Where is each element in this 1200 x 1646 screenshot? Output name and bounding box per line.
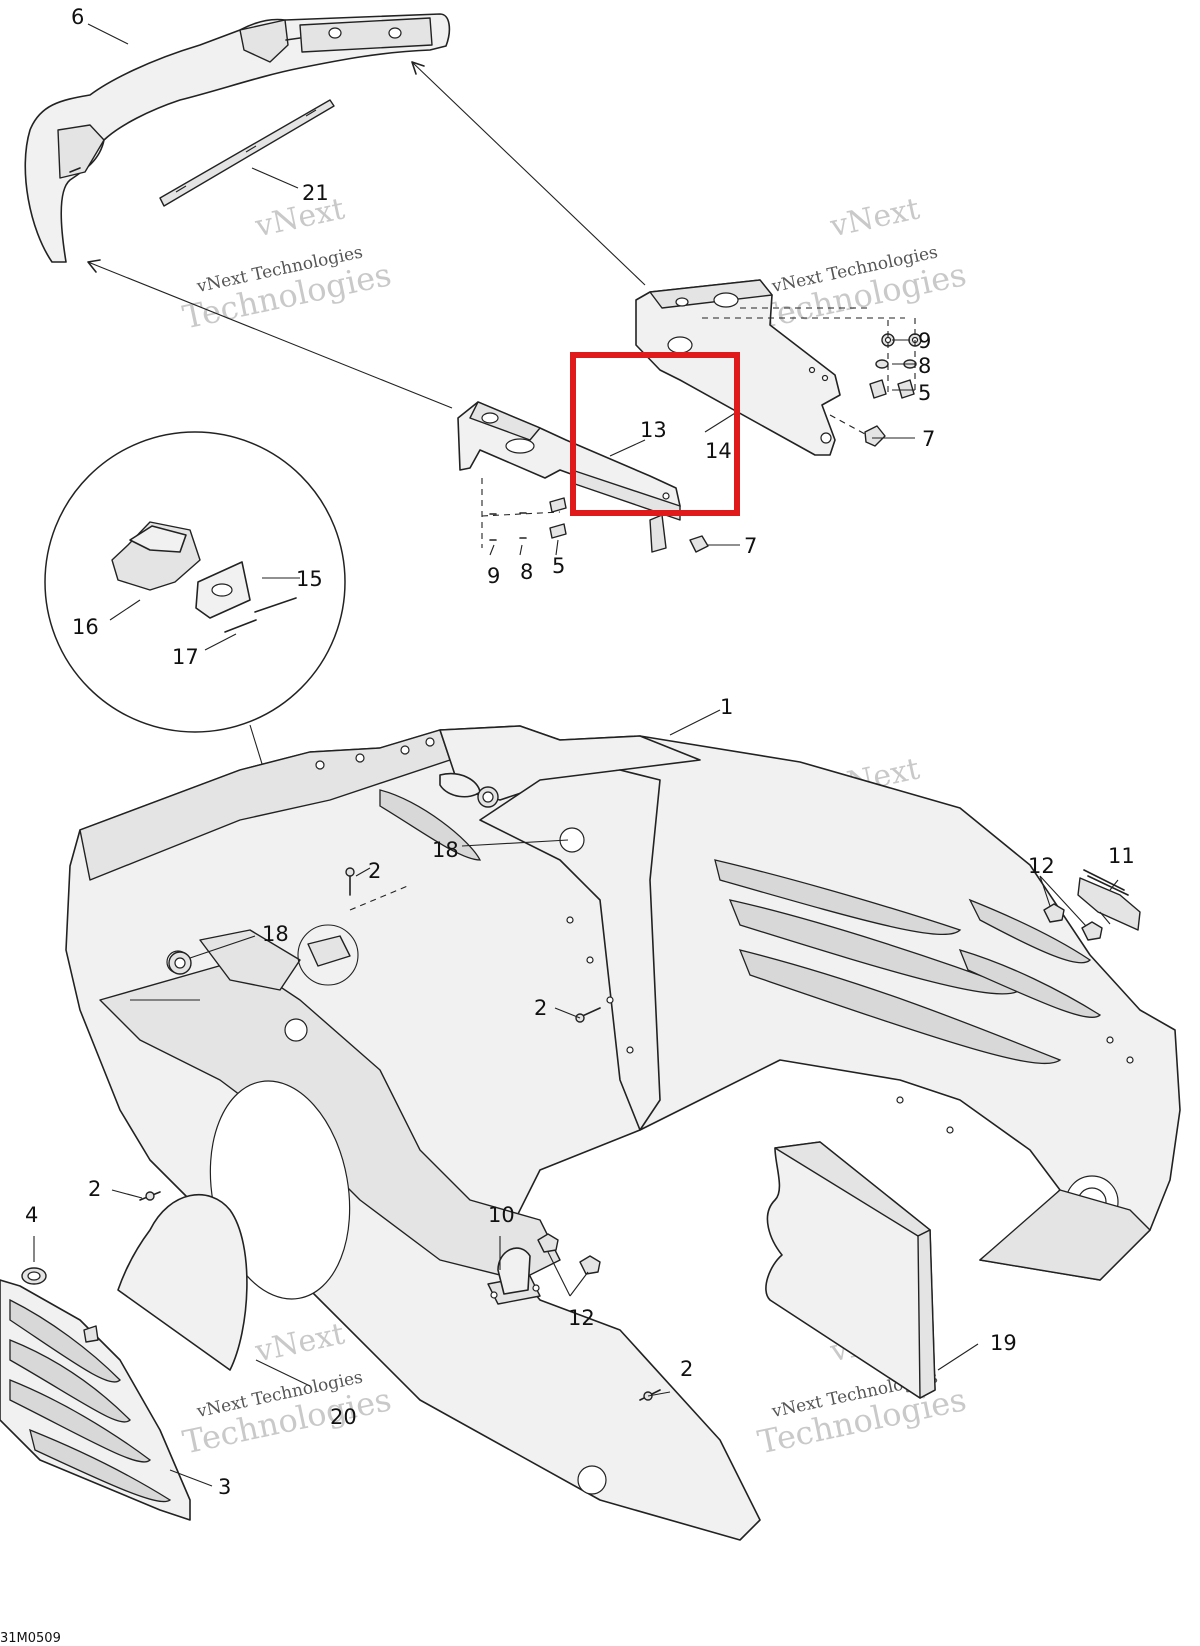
svg-text:vNext: vNext xyxy=(251,191,347,244)
callout-label: 2 xyxy=(534,996,547,1020)
callout-label: 4 xyxy=(25,1203,38,1227)
cover-disc-part xyxy=(117,1194,248,1371)
callout-label: 10 xyxy=(488,1203,515,1227)
main-body-part xyxy=(65,725,1181,1541)
svg-text:vNext: vNext xyxy=(826,191,922,244)
callout-label: 11 xyxy=(1108,844,1135,868)
trim-strip-part xyxy=(159,99,335,207)
nut-pair-lower xyxy=(537,1233,601,1275)
highlight-box xyxy=(570,352,740,516)
grille-part xyxy=(0,1279,191,1521)
arrow-head xyxy=(87,259,101,273)
callout-label: 19 xyxy=(990,1331,1017,1355)
drawing-code: 31M0509 xyxy=(0,1631,61,1646)
callout-label: 17 xyxy=(172,645,199,669)
grommet-part xyxy=(168,786,499,975)
callout-label: 13 xyxy=(640,418,667,442)
callout-label: 2 xyxy=(680,1357,693,1381)
callout-label: 9 xyxy=(487,564,500,588)
watermark: vNext vNext Technologies Technologies xyxy=(179,191,394,336)
callout-labels: 6 21 9 8 5 7 13 14 7 9 8 5 15 16 17 1 18… xyxy=(25,5,1135,1499)
callout-label: 5 xyxy=(552,554,565,578)
callout-label: 8 xyxy=(918,354,931,378)
callout-label: 2 xyxy=(88,1177,101,1201)
clip-bracket-part xyxy=(487,1247,541,1305)
right-fastener-stack xyxy=(829,318,922,447)
left-fastener-stack xyxy=(489,497,709,553)
rivet-part xyxy=(139,867,661,1401)
foam-block-part xyxy=(765,1141,936,1399)
callout-label: 7 xyxy=(922,427,935,451)
callout-label: 18 xyxy=(432,838,459,862)
watermark: vNext vNext Technologies Technologies xyxy=(754,191,969,336)
callout-label: 12 xyxy=(568,1306,595,1330)
callout-label: 15 xyxy=(296,567,323,591)
mount-detail xyxy=(297,924,359,986)
svg-text:vNext: vNext xyxy=(251,1316,347,1369)
callout-label: 7 xyxy=(744,534,757,558)
bushing-part xyxy=(21,1267,47,1285)
leader-lines xyxy=(33,23,1119,1487)
callout-label: 2 xyxy=(368,859,381,883)
callout-label: 21 xyxy=(302,181,329,205)
callout-label: 18 xyxy=(262,922,289,946)
callout-label: 6 xyxy=(71,5,84,29)
rear-bumper-part xyxy=(24,13,451,263)
callout-label: 9 xyxy=(918,329,931,353)
arrow-head xyxy=(411,61,425,75)
detail-magnifier xyxy=(44,431,346,733)
callout-label: 1 xyxy=(720,695,733,719)
callout-label: 14 xyxy=(705,439,732,463)
assembly-arrow xyxy=(411,61,646,286)
callout-label: 16 xyxy=(72,615,99,639)
nut-pair-right xyxy=(1043,903,1103,941)
callout-label: 8 xyxy=(520,560,533,584)
callout-label: 5 xyxy=(918,381,931,405)
mount-plate-part xyxy=(1077,869,1141,931)
assembly-arrow xyxy=(87,261,453,409)
callout-label: 3 xyxy=(218,1475,231,1499)
callout-label: 12 xyxy=(1028,854,1055,878)
callout-label: 20 xyxy=(330,1405,357,1429)
left-bracket-part xyxy=(457,401,681,553)
